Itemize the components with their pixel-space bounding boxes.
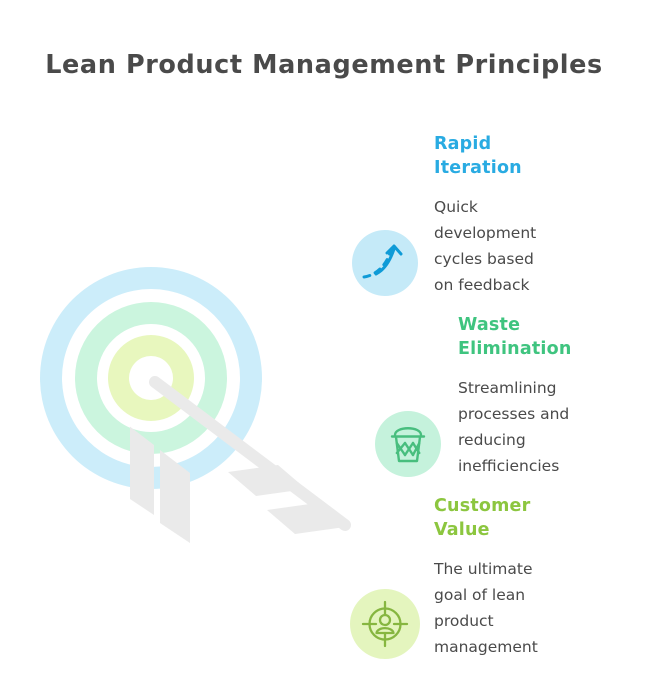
- page-title: Lean Product Management Principles: [45, 50, 603, 80]
- wastebasket-icon: [375, 411, 441, 477]
- principle-body: The ultimate goal of lean product manage…: [434, 560, 538, 656]
- principle-body: Quick development cycles based on feedba…: [434, 198, 537, 294]
- principle-text-rapid-iteration: Rapid Iteration Quick development cycles…: [434, 132, 614, 298]
- principle-heading: Customer Value: [434, 496, 531, 540]
- principle-heading: Waste Elimination: [458, 315, 572, 359]
- arrow-illustration: [124, 355, 390, 585]
- principle-body: Streamlining processes and reducing inef…: [458, 379, 570, 475]
- principle-text-waste-elimination: Waste Elimination Streamlining processes…: [458, 313, 638, 479]
- curved-up-arrow-icon: [352, 230, 418, 296]
- principle-text-customer-value: Customer Value The ultimate goal of lean…: [434, 494, 619, 660]
- arrow-shaft: [149, 376, 351, 531]
- principle-heading: Rapid Iteration: [434, 134, 522, 178]
- target-person-icon: [350, 589, 420, 659]
